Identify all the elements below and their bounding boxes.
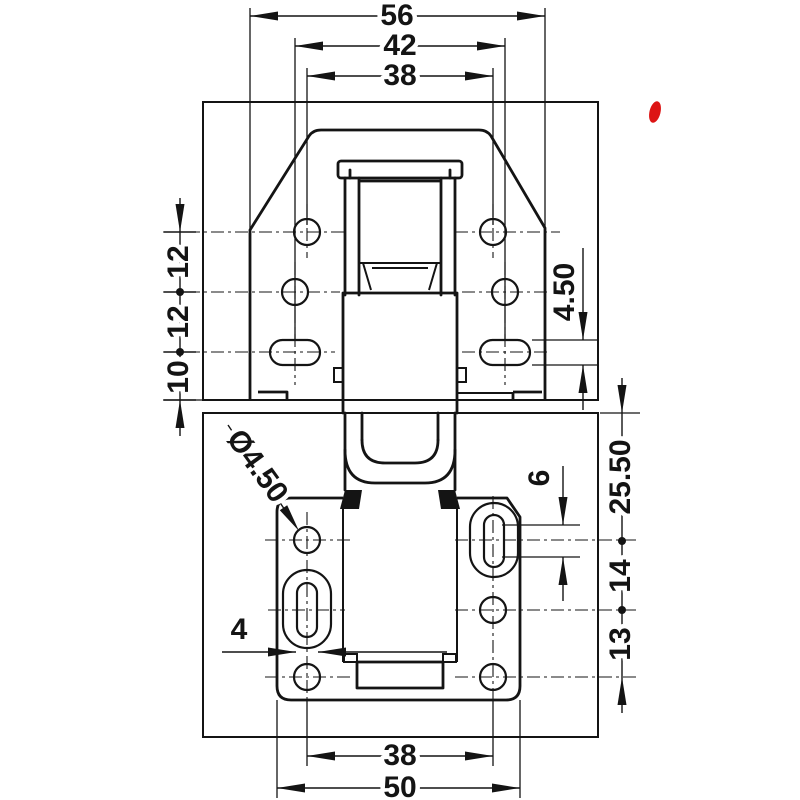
slot-lower-left-inner xyxy=(295,581,319,639)
dim-top-38: 38 xyxy=(307,54,493,96)
arm-side-tab-left xyxy=(333,367,344,383)
dim-label-6: 6 xyxy=(523,470,556,487)
extension-lines xyxy=(163,8,640,798)
slot-lower-right-outer xyxy=(468,501,520,579)
hole-lower-right-1 xyxy=(478,595,508,625)
hinge-arm-mechanism xyxy=(333,159,467,415)
dim-top-56: 56 xyxy=(250,0,545,36)
dim-left-chain: 12 12 10 xyxy=(157,198,199,436)
plate-channel xyxy=(342,509,458,663)
chain-separator-dot xyxy=(618,537,626,545)
dim-label-12a: 12 xyxy=(162,245,195,278)
dim-label-2550: 25.50 xyxy=(604,439,637,514)
arm-side-tab-right xyxy=(456,367,467,383)
dim-label-50: 50 xyxy=(383,771,416,800)
slot-lower-left-outer xyxy=(281,568,333,650)
hole-lower-right-2 xyxy=(478,662,508,692)
chain-separator-dot xyxy=(176,348,184,356)
lower-hinge-plate xyxy=(275,496,522,702)
cup-foot-right xyxy=(438,490,460,509)
chain-separator-dot xyxy=(176,288,184,296)
channel-corner-left xyxy=(343,653,358,663)
cup-foot-left xyxy=(340,490,362,509)
arm-column xyxy=(341,291,459,415)
hole-lower-left-1 xyxy=(292,525,322,555)
screw-holes-lower xyxy=(281,501,520,692)
upper-panel xyxy=(202,101,599,401)
dim-label-450: 4.50 xyxy=(548,263,581,321)
dim-slot-width-4: 4 xyxy=(222,608,447,657)
dim-label-12b: 12 xyxy=(162,305,195,338)
dim-label-42: 42 xyxy=(383,29,416,62)
dim-label-14: 14 xyxy=(604,559,637,593)
dim-top-42: 42 xyxy=(295,24,505,66)
dim-label-10: 10 xyxy=(162,360,195,393)
leader-hole-diameter: Ø4.50 xyxy=(215,419,299,531)
channel-corner-right xyxy=(442,653,457,663)
dim-label-4: 4 xyxy=(231,613,248,646)
arm-rails xyxy=(343,176,457,297)
arm-crossbar xyxy=(359,262,441,291)
dim-label-38-top: 38 xyxy=(383,59,416,92)
upper-hinge-plate xyxy=(248,128,547,400)
dim-slot-height-450: 4.50 xyxy=(543,248,588,410)
dim-bottom-50: 50 xyxy=(277,766,520,800)
dim-label-56: 56 xyxy=(380,0,413,32)
dim-slot-travel-6: 6 xyxy=(518,465,568,601)
dim-bottom-38: 38 xyxy=(307,734,493,776)
dim-label-diameter-450: Ø4.50 xyxy=(220,423,295,509)
slot-lower-right-inner xyxy=(482,513,506,569)
red-ink-mark xyxy=(649,101,661,123)
dim-label-38-bottom: 38 xyxy=(383,739,416,772)
hinge-cup-mechanism xyxy=(340,411,460,690)
arm-cap xyxy=(336,159,464,180)
hole-lower-left-2 xyxy=(292,662,322,692)
centerlines xyxy=(163,204,640,700)
dim-label-13: 13 xyxy=(604,627,637,660)
lower-panel xyxy=(202,412,599,738)
dim-right-chain: 25.50 14 13 xyxy=(599,378,641,713)
bottom-tab xyxy=(355,660,445,690)
chain-separator-dot xyxy=(618,606,626,614)
upper-panel-step xyxy=(458,392,514,400)
